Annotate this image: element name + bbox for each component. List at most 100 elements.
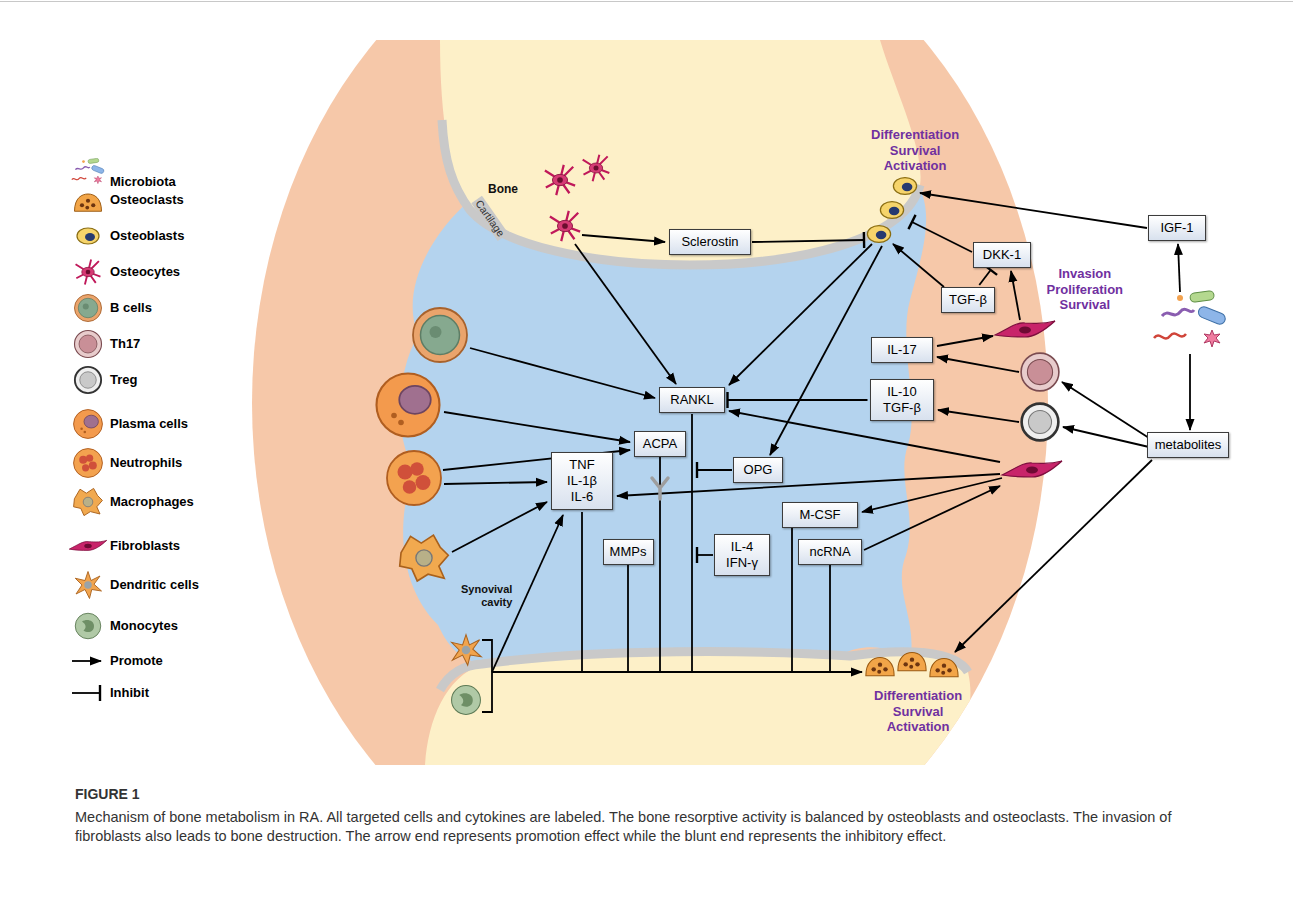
legend-text: Neutrophils [110, 455, 182, 471]
promote-arrow [864, 486, 1000, 550]
legend-text: Fibroblasts [110, 538, 180, 554]
plasma-cell [377, 374, 440, 437]
b-cell [413, 308, 467, 362]
inhibit-line [912, 222, 972, 252]
promote-arrow [729, 411, 1000, 462]
cytokine-box: IL-17 [871, 337, 933, 363]
lower-cartilage [440, 652, 968, 690]
box-text: M-CSF [799, 507, 840, 523]
promote-arrow [1011, 271, 1020, 320]
cytokine-box: OPG [733, 457, 783, 483]
cytokine-box: IL-4IFN-γ [714, 534, 770, 576]
legend-icon [76, 260, 101, 285]
cytokine-box: metabolites [1147, 432, 1229, 458]
promote-arrow [492, 671, 862, 673]
promote-arrow [1189, 354, 1191, 430]
box-text: MMPs [610, 544, 647, 560]
osteoblast [880, 202, 903, 219]
box-text: IL-17 [887, 342, 917, 358]
legend-icons [69, 158, 107, 693]
microbiota-cluster [1154, 290, 1227, 347]
box-text: TNF [569, 457, 594, 473]
promote-arrow [955, 460, 1152, 652]
box-text: ACPA [643, 436, 677, 452]
figure-label: Synovival cavity [461, 583, 512, 609]
cytokine-box: TGF-β [941, 287, 995, 313]
feed-line [829, 565, 831, 672]
legend-icon [75, 194, 102, 211]
dendritic-cell [452, 635, 482, 666]
legend-text: Treg [110, 372, 137, 388]
legend-text: Dendritic cells [110, 577, 199, 593]
osteoclast [898, 653, 926, 671]
box-text: IFN-γ [726, 555, 758, 571]
legend-text: Microbiota [110, 174, 176, 190]
joint-capsule [252, 40, 1048, 765]
figure-label: Bone [488, 182, 518, 196]
osteoclast [930, 659, 958, 677]
legend-text: Inhibit [110, 685, 149, 701]
promote-arrow [444, 482, 547, 484]
legend-text: Osteoclasts [110, 192, 184, 208]
figure-caption: Mechanism of bone metabolism in RA. All … [75, 808, 1235, 846]
upper-bone [440, 40, 921, 265]
inhibit-line [697, 469, 732, 471]
joint-region [252, 40, 1048, 765]
inhibit-line [697, 554, 713, 556]
figure-label: Invasion Proliferation Survival [1047, 266, 1124, 313]
legend-blunt-line [72, 692, 100, 694]
legend-text: Th17 [110, 336, 140, 352]
promote-arrow [937, 336, 993, 346]
legend-text: Osteoblasts [110, 228, 184, 244]
feed-line [627, 565, 629, 672]
promote-arrow [582, 235, 665, 242]
box-text: IGF-1 [1160, 220, 1193, 236]
legend-icon [77, 228, 99, 244]
legend-icon [75, 572, 101, 599]
osteoblast [867, 226, 890, 243]
figure-number: FIGURE 1 [75, 786, 140, 802]
box-text: OPG [744, 462, 773, 478]
osteoclast [866, 658, 894, 676]
figure-label: Differentiation Survival Activation [874, 688, 962, 735]
legend-icon [69, 540, 107, 550]
promote-arrow [444, 412, 630, 442]
legend-text: Monocytes [110, 618, 178, 634]
promote-arrow [452, 502, 547, 552]
legend-text: Osteocytes [110, 264, 180, 280]
legend-icon [74, 449, 103, 478]
legend-icon [75, 613, 101, 639]
box-text: IL-4 [731, 539, 753, 555]
promote-arrow [770, 246, 882, 455]
th17-cell [1021, 353, 1059, 391]
legend-text: Plasma cells [110, 416, 188, 432]
top-rule [0, 1, 1293, 2]
legend-text: Macrophages [110, 494, 194, 510]
inhibition-connector [979, 270, 990, 285]
osteocyte [550, 211, 580, 241]
lower-bone [425, 652, 970, 765]
box-text: TGF-β [949, 292, 987, 308]
box-text: DKK-1 [983, 247, 1021, 263]
cells [377, 155, 1227, 715]
promote-arrow [938, 410, 1019, 422]
box-text: IL-6 [571, 489, 593, 505]
treg-cell [1022, 404, 1059, 441]
legend-text: B cells [110, 300, 152, 316]
cytokine-box: ncRNA [798, 539, 862, 565]
promote-arrow [575, 244, 676, 384]
antibody-icon [652, 478, 668, 499]
feed-line [581, 512, 583, 672]
legend-icon [74, 488, 103, 515]
promote-arrows [443, 193, 1190, 712]
cytokine-box: IGF-1 [1148, 215, 1206, 241]
inhibition-connector [728, 399, 868, 401]
cytokine-box: IL-10TGF-β [870, 379, 934, 421]
cytokine-box: MMPs [603, 539, 654, 565]
promote-arrow [470, 348, 655, 398]
legend-icon [75, 331, 102, 358]
box-text: IL-1β [567, 473, 597, 489]
cytokine-box: ACPA [634, 431, 686, 457]
inhibit-line [752, 240, 864, 242]
